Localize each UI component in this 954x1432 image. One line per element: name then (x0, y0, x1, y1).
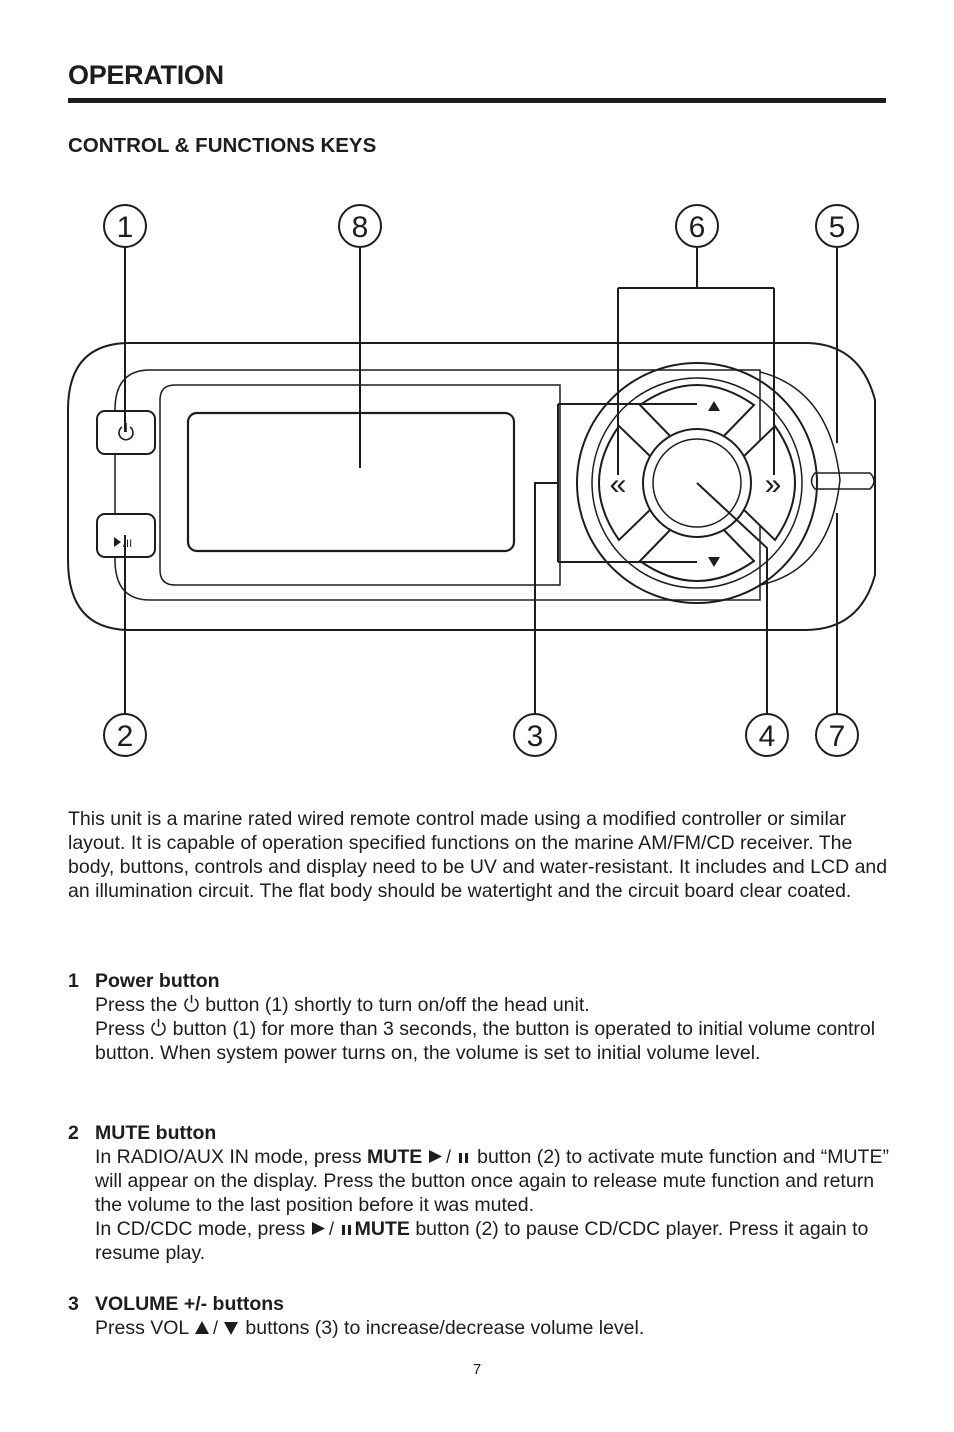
callout-2-circle (103, 713, 147, 757)
item-line: Press VOL / buttons (3) to increase/decr… (95, 1317, 645, 1339)
item-volume-buttons: 3 VOLUME +/- buttons Press VOL / buttons … (68, 1292, 893, 1340)
dpad-inner-ring (591, 377, 803, 589)
callout-5-circle (815, 204, 859, 248)
callout-2: 2 (117, 720, 134, 753)
item-number: 1 (68, 970, 79, 992)
item-title: VOLUME +/- buttons (95, 1293, 285, 1315)
item-number: 3 (68, 1293, 79, 1315)
vol-down-icon (708, 557, 720, 567)
callout-6: 6 (689, 211, 706, 244)
power-icon (184, 995, 199, 1012)
page-number: 7 (472, 1361, 482, 1378)
callout-5: 5 (829, 211, 846, 244)
callout-3: 3 (527, 720, 544, 753)
power-icon (151, 1019, 167, 1036)
item-line: Press button (1) for more than 3 seconds… (95, 1018, 876, 1064)
intro-paragraph: This unit is a marine rated wired remote… (68, 808, 888, 902)
remote-panel (159, 384, 561, 586)
svg-text:/: / (329, 1220, 334, 1237)
item-line: In CD/CDC mode, press /MUTE button (2) t… (95, 1218, 869, 1264)
page-title: OPERATION (68, 60, 224, 90)
knob-stub (810, 472, 875, 490)
item-line: In RADIO/AUX IN mode, press MUTE / butto… (95, 1146, 889, 1216)
leader-6 (617, 248, 775, 475)
callout-6-circle (675, 204, 719, 248)
svg-text:/: / (446, 1148, 451, 1165)
leader-4 (696, 482, 768, 713)
item-title: Power button (95, 970, 220, 992)
callout-8: 8 (352, 211, 369, 244)
next-icon: » (765, 468, 782, 501)
item-title: MUTE button (95, 1122, 217, 1144)
vol-up-icon (708, 401, 720, 411)
callout-3-circle (513, 713, 557, 757)
callout-4: 4 (759, 720, 776, 753)
item-power-button: 1 Power button Press the button (1) short… (68, 969, 893, 1065)
remote-inner-bezel (114, 369, 761, 601)
play-pause-icon: / (428, 1148, 468, 1165)
item-line: Press the button (1) shortly to turn on/… (95, 994, 590, 1016)
play-pause-icon: /II (114, 537, 132, 550)
dpad-outer (576, 362, 818, 604)
remote-body-outline (67, 342, 876, 631)
section-title: CONTROL & FUNCTIONS KEYS (68, 134, 377, 157)
svg-text:/: / (213, 1319, 218, 1336)
svg-text:/II: /II (123, 538, 132, 550)
callout-1: 1 (117, 211, 134, 244)
remote-control-diagram: /II « » 1 8 6 (67, 204, 876, 757)
title-rule (68, 98, 886, 103)
leader-3 (534, 403, 697, 713)
item-mute-button: 2 MUTE button In RADIO/AUX IN mode, press… (68, 1121, 893, 1265)
lcd-display (186, 411, 516, 553)
remote-grip (759, 371, 841, 586)
callout-8-circle (338, 204, 382, 248)
callout-1-circle (103, 204, 147, 248)
vol-up-down-icon: / (194, 1319, 238, 1336)
callout-7-circle (815, 713, 859, 757)
play-pause-icon: / (311, 1220, 351, 1237)
prev-icon: « (610, 468, 627, 501)
item-number: 2 (68, 1122, 79, 1144)
callout-7: 7 (829, 720, 846, 753)
callout-4-circle (745, 713, 789, 757)
